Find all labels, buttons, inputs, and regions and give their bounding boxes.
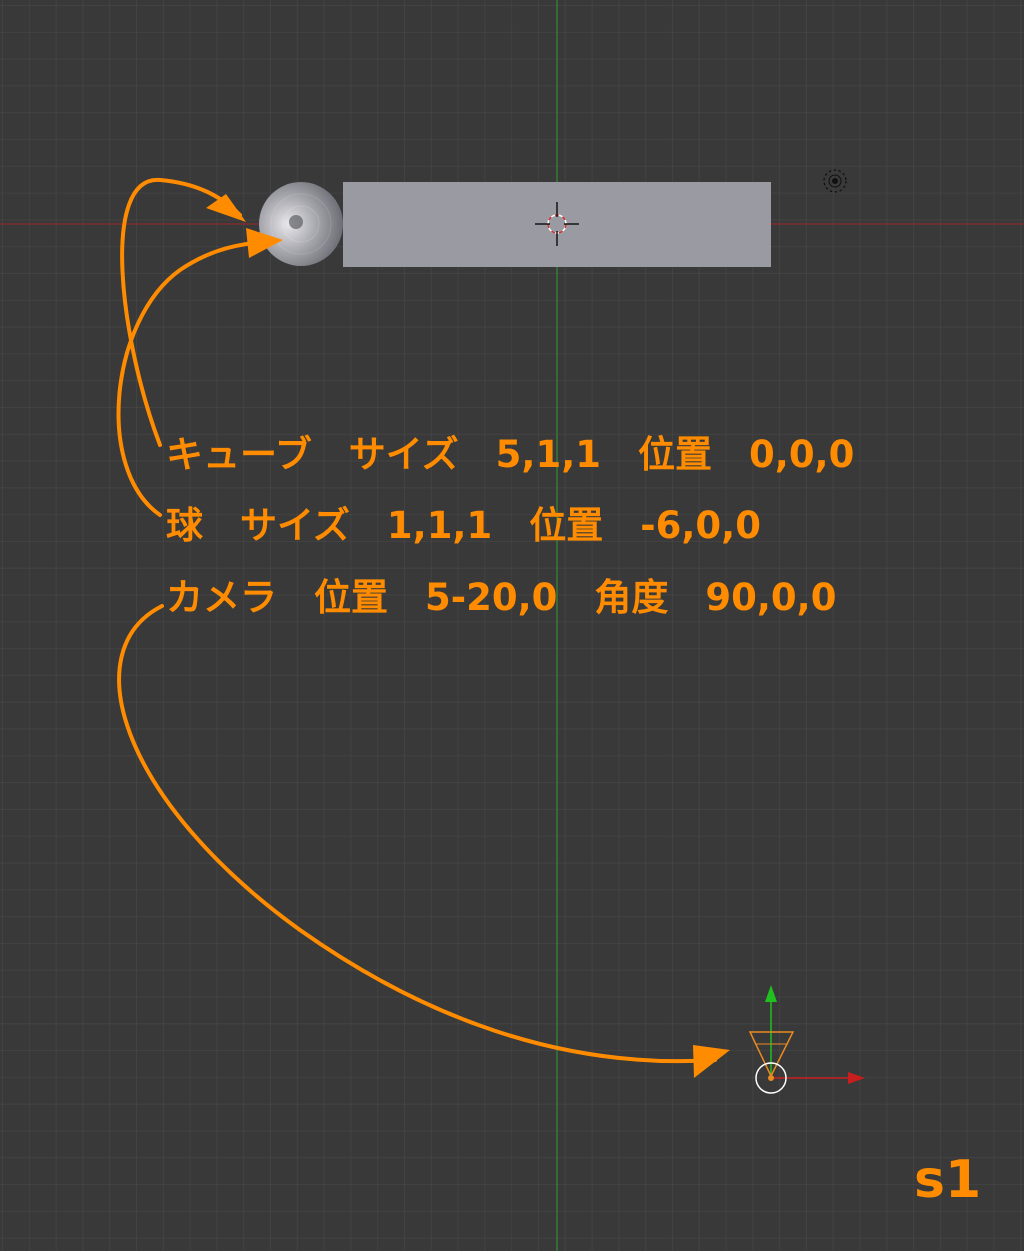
- cube-object[interactable]: [343, 182, 771, 267]
- camera-icon[interactable]: [748, 985, 865, 1094]
- arrowheads: [206, 194, 730, 1078]
- camera-arrow: [117, 604, 717, 1064]
- camera-annotation: カメラ 位置 5-20,0 角度 90,0,0: [166, 576, 837, 619]
- sphere-annotation: 球 サイズ 1,1,1 位置 -6,0,0: [166, 504, 761, 547]
- cube-annotation: キューブ サイズ 5,1,1 位置 0,0,0: [166, 433, 855, 476]
- 3d-cursor-icon[interactable]: [535, 202, 579, 246]
- sphere-arrowhead: [246, 228, 283, 258]
- lamp-icon[interactable]: [823, 169, 847, 193]
- annotation-arrows: [116, 177, 717, 1064]
- cube-arrow: [120, 177, 242, 447]
- sphere-object[interactable]: [259, 182, 343, 266]
- scene-label: s1: [914, 1150, 982, 1210]
- sphere-arrow: [116, 240, 264, 517]
- camera-arrowhead: [693, 1045, 730, 1078]
- cube-arrowhead: [206, 194, 246, 222]
